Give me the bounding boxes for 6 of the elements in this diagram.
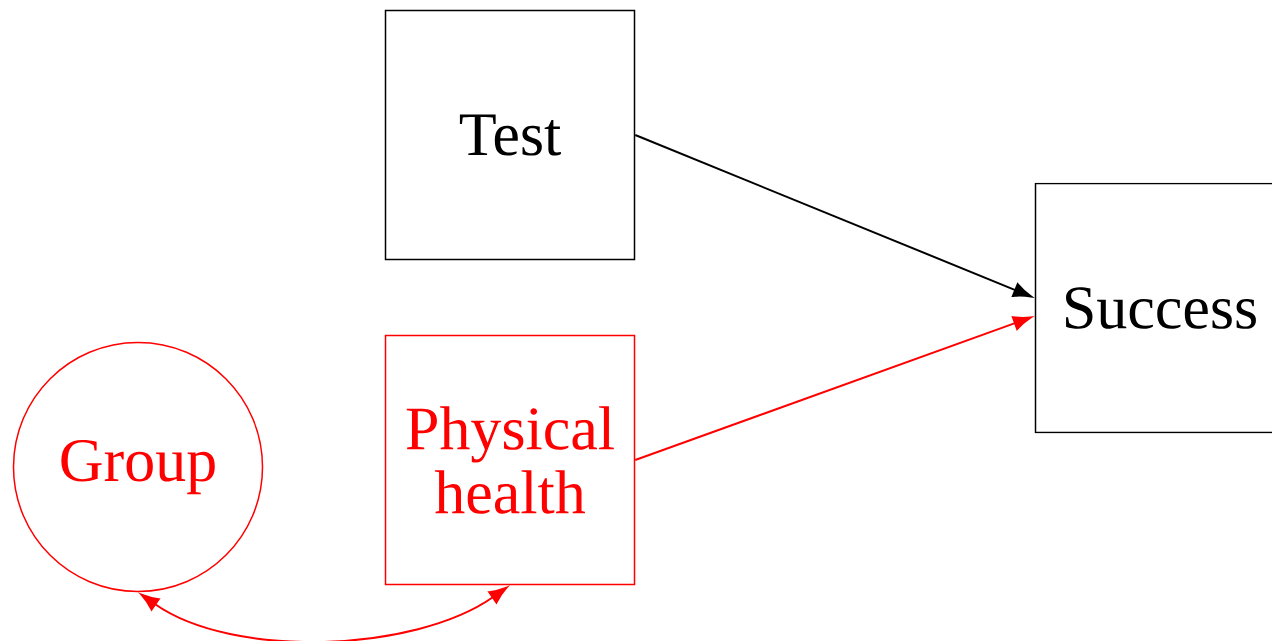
box: Physical health — [384, 334, 636, 586]
arrow — [140, 586, 508, 641]
arrow — [634, 134, 1032, 298]
box: Test — [384, 9, 636, 261]
box: Success — [1034, 182, 1272, 434]
arrow — [634, 316, 1032, 461]
